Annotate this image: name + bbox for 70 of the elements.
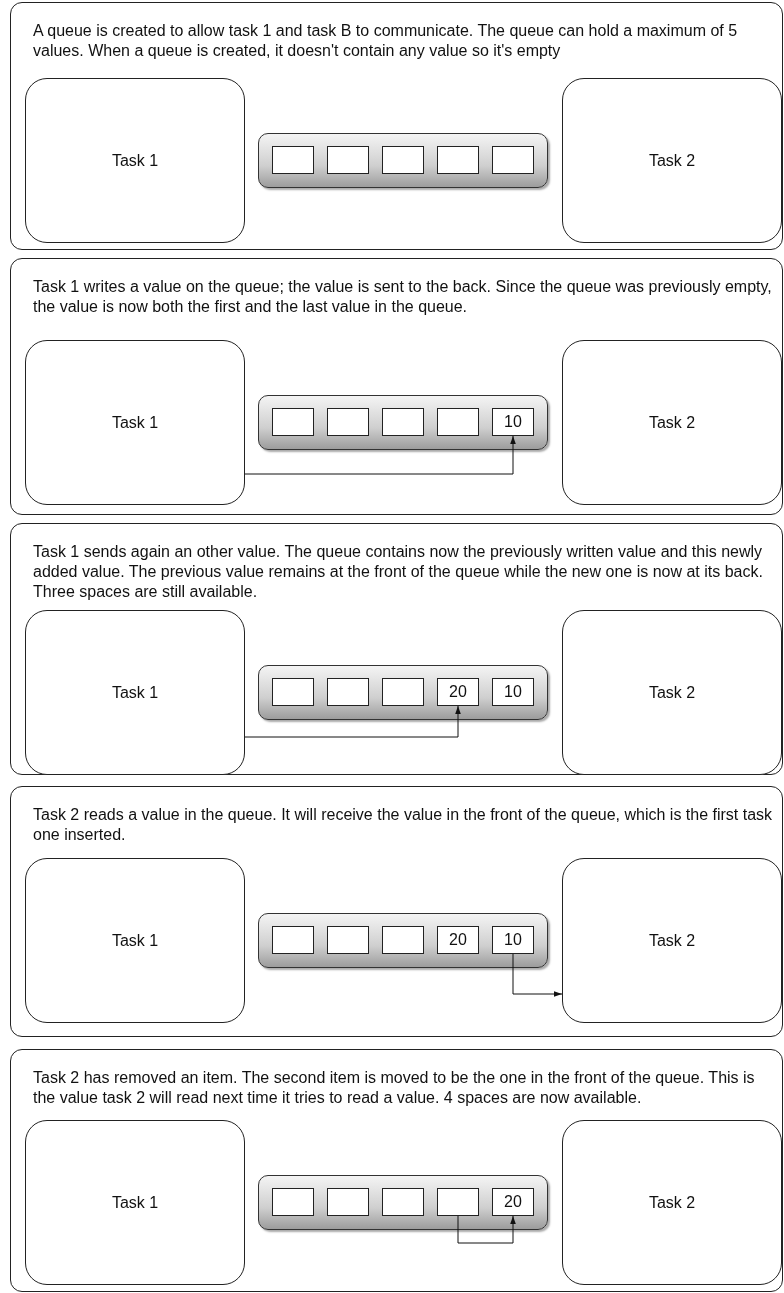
queue-slot	[327, 926, 369, 954]
arrow	[457, 1215, 516, 1244]
queue-slot	[382, 146, 424, 174]
task-box	[562, 340, 782, 505]
queue-slot	[272, 408, 314, 436]
queue-slot	[382, 408, 424, 436]
queue-slot	[382, 1188, 424, 1216]
queue-slot	[437, 678, 479, 706]
queue-slot	[272, 146, 314, 174]
task-label: Task 2	[648, 1193, 696, 1212]
task-box	[25, 78, 245, 243]
step-panel	[10, 523, 783, 775]
queue-slot	[492, 926, 534, 954]
queue-slot	[327, 678, 369, 706]
description-text: Task 1 writes a value on the queue; the value is sent to the back. Since the queue was previously empty, the value is now both the first and the last value in the queue.	[33, 277, 773, 317]
description-text: Task 1 sends again an other value. The queue contains now the previously written value and this newly added value. The previous value remains at the front of the queue while the new one is now at its back. Three spaces are still available.	[33, 542, 764, 602]
queue-slot	[272, 678, 314, 706]
queue-bar	[258, 395, 548, 450]
step-panel	[10, 258, 783, 515]
queue-slot	[272, 926, 314, 954]
task-label: Task 2	[648, 683, 696, 702]
task-label: Task 1	[111, 683, 159, 702]
queue-slot	[327, 408, 369, 436]
arrow	[244, 705, 461, 738]
arrow	[512, 953, 563, 997]
queue-slot	[492, 146, 534, 174]
step-panel	[10, 786, 783, 1037]
step-panel	[10, 1049, 783, 1292]
description-text: Task 2 reads a value in the queue. It will receive the value in the front of the queue, which is the first task one inserted.	[33, 805, 773, 845]
task-box	[25, 340, 245, 505]
step-panel	[10, 2, 783, 250]
queue-slot	[492, 408, 534, 436]
description-text: A queue is created to allow task 1 and task B to communicate. The queue can hold a maximum of 5 values. When a queue is created, it doesn't contain any value so it's empty	[33, 21, 739, 61]
slot-value: 10	[504, 683, 522, 701]
task-label: Task 2	[648, 413, 696, 432]
slot-value: 10	[504, 413, 522, 431]
queue-slot	[492, 678, 534, 706]
task-box	[25, 610, 245, 775]
queue-bar	[258, 1175, 548, 1230]
queue-bar	[258, 913, 548, 968]
queue-bar	[258, 133, 548, 188]
task-box	[562, 78, 782, 243]
queue-slot	[382, 678, 424, 706]
queue-slot	[437, 926, 479, 954]
task-label: Task 2	[648, 931, 696, 950]
slot-value: 20	[504, 1193, 522, 1211]
task-label: Task 1	[111, 931, 159, 950]
slot-value: 10	[504, 931, 522, 949]
queue-slot	[437, 1188, 479, 1216]
task-label: Task 2	[648, 151, 696, 170]
queue-slot	[272, 1188, 314, 1216]
task-box	[25, 1120, 245, 1285]
slot-value: 20	[449, 683, 467, 701]
task-label: Task 1	[111, 151, 159, 170]
task-label: Task 1	[111, 413, 159, 432]
arrow	[244, 435, 516, 475]
queue-slot	[492, 1188, 534, 1216]
slot-value: 20	[449, 931, 467, 949]
queue-slot	[382, 926, 424, 954]
description-text: Task 2 has removed an item. The second item is moved to be the one in the front of the queue. This is the value task 2 will read next time it tries to read a value. 4 spaces are now available.	[33, 1068, 756, 1108]
task-box	[25, 858, 245, 1023]
task-box	[562, 858, 782, 1023]
task-label: Task 1	[111, 1193, 159, 1212]
task-box	[562, 1120, 782, 1285]
queue-slot	[327, 1188, 369, 1216]
task-box	[562, 610, 782, 775]
queue-slot	[437, 408, 479, 436]
queue-slot	[327, 146, 369, 174]
queue-bar	[258, 665, 548, 720]
queue-slot	[437, 146, 479, 174]
